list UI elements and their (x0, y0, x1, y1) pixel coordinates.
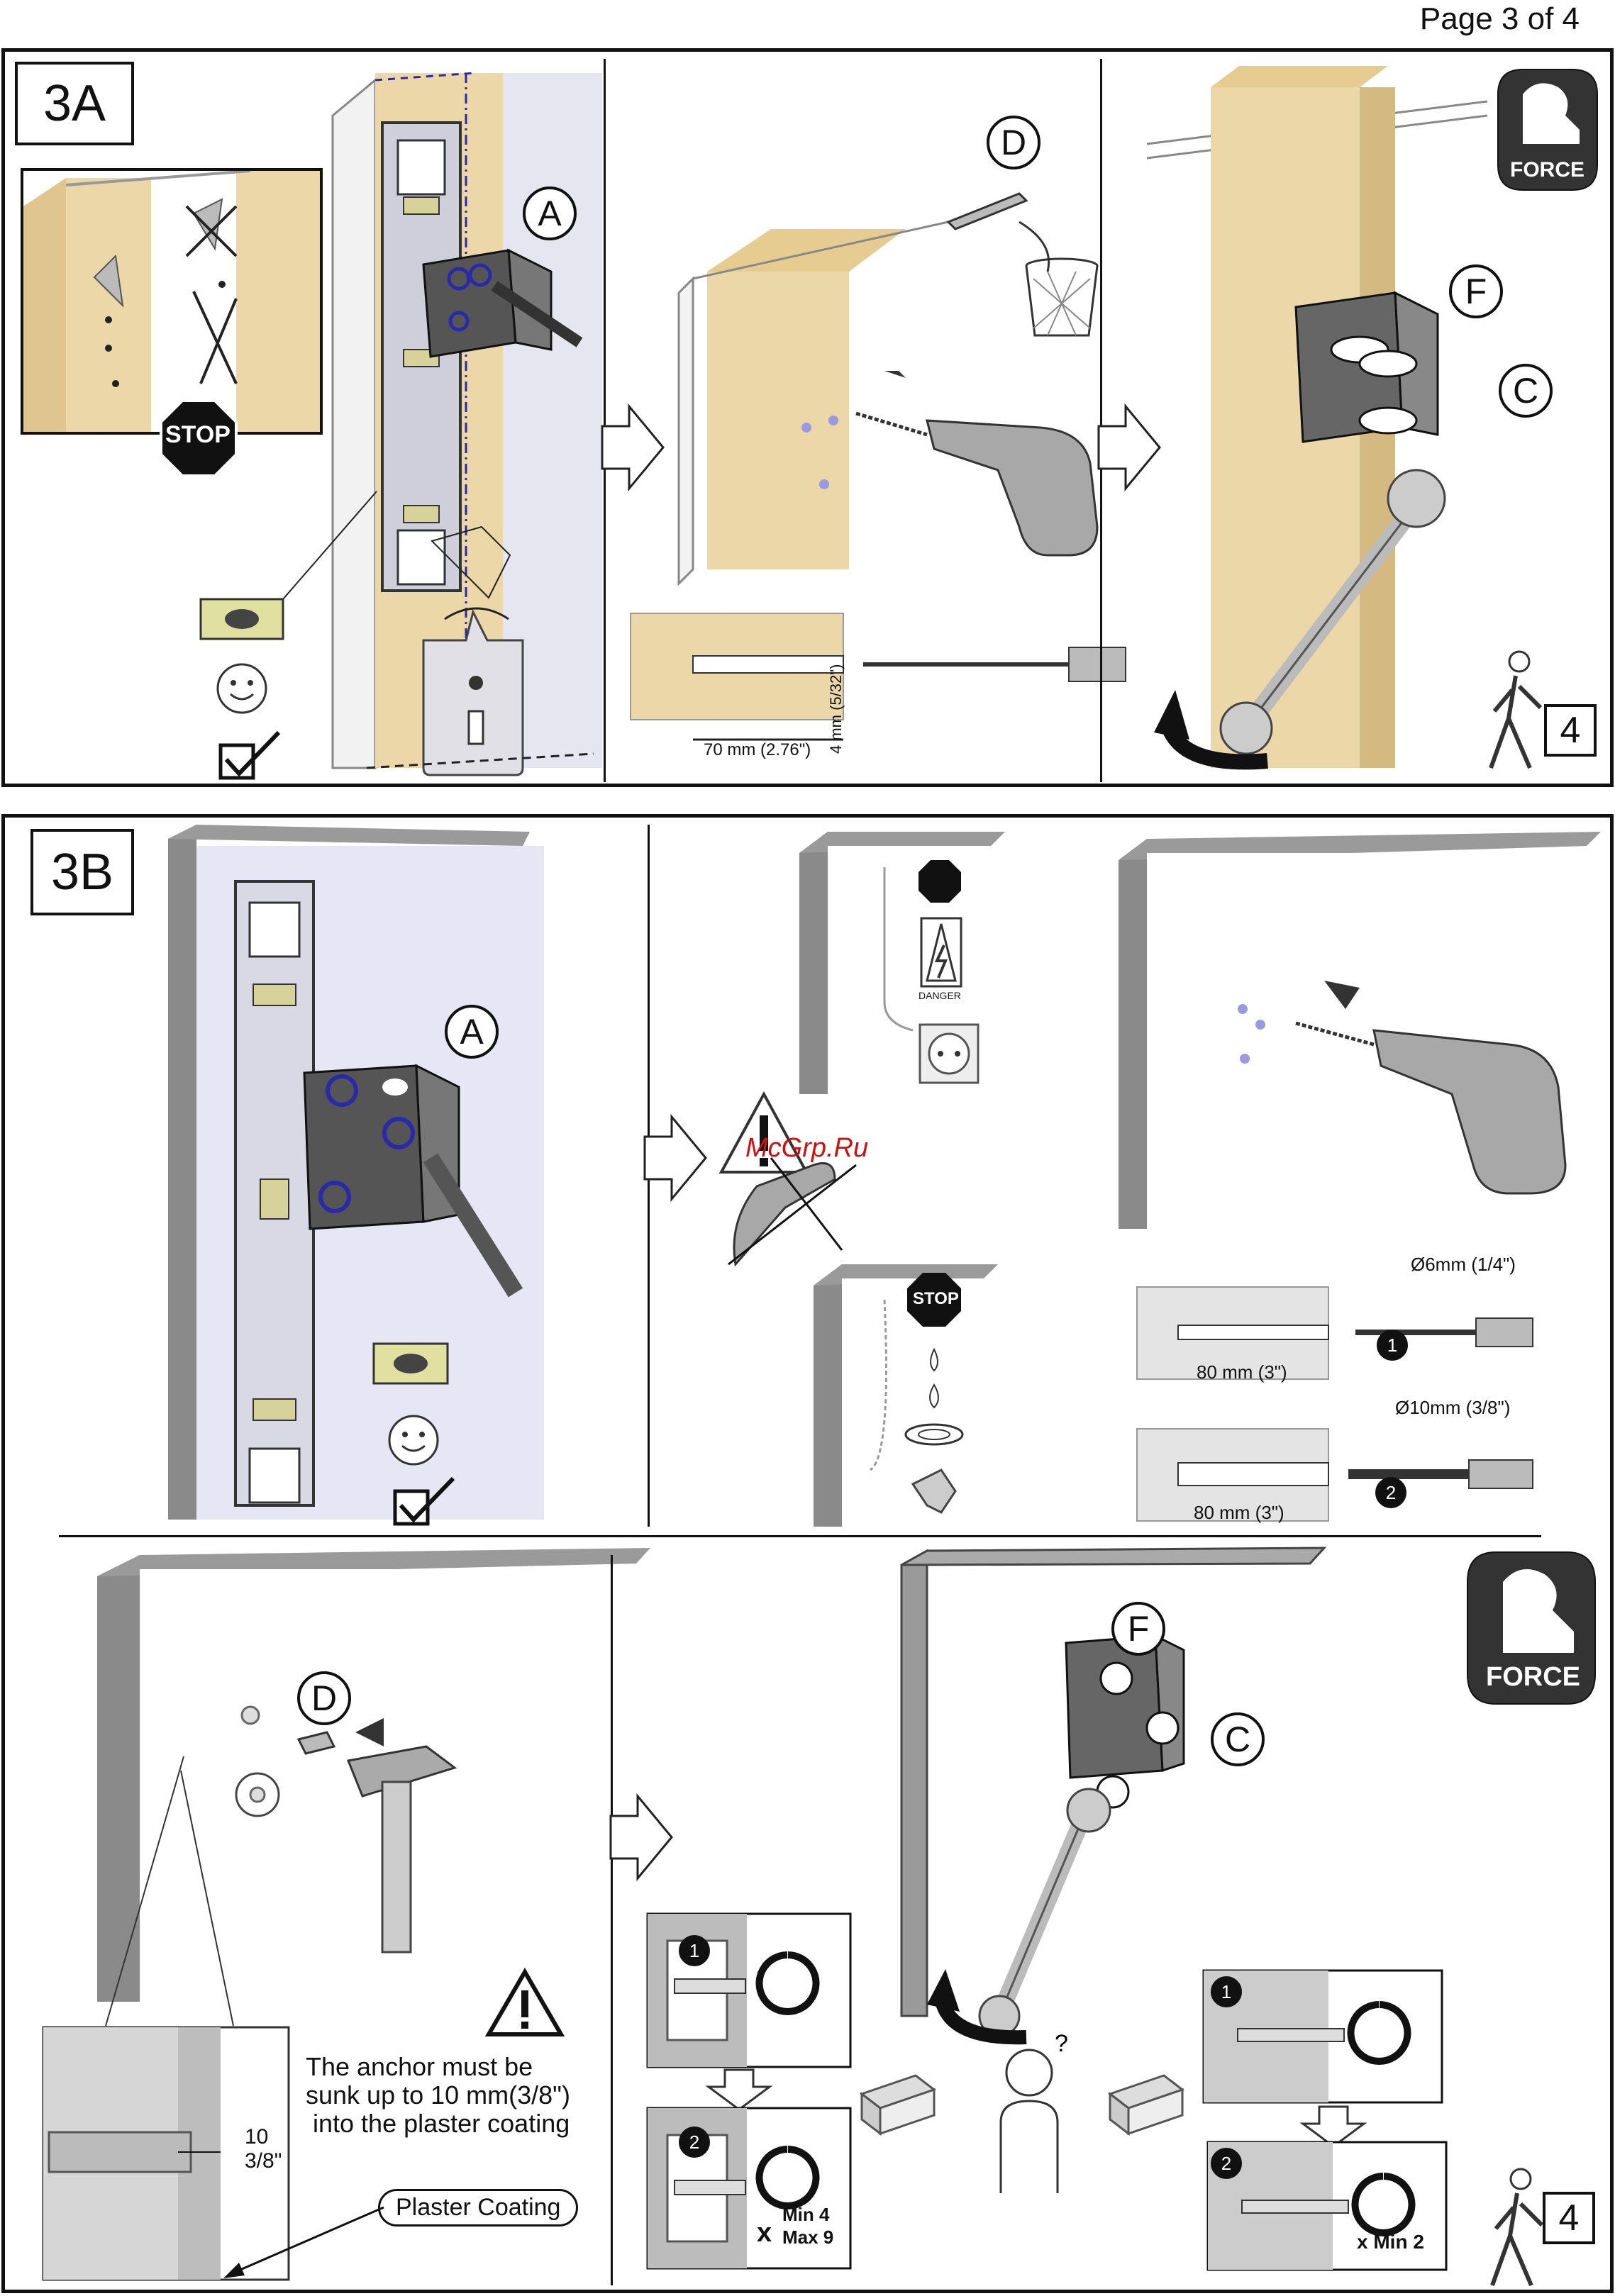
callout-c-3a: C (1499, 364, 1553, 418)
warning-icon-drill (714, 1080, 870, 1278)
water-drop-icon (899, 1342, 970, 1527)
warning-icon (486, 1969, 564, 2037)
hollow-multiply: x (757, 2219, 772, 2248)
panel-3b: 3B A (1, 814, 1614, 2293)
hollow-step-1-badge: 1 (679, 1935, 710, 1966)
arrow-down-1 (707, 2068, 771, 2111)
stop-label-3b: STOP (913, 1290, 959, 1308)
anchor-depth-mm: 10 (245, 2125, 268, 2149)
drill-2-diameter: Ø10mm (3/8") (1395, 1398, 1510, 1418)
anchor-note-line-2: sunk up to 10 mm(3/8") (306, 2081, 570, 2110)
callout-a-3a: A (523, 186, 577, 240)
panel-3a: 3A STOP (1, 48, 1614, 787)
callout-f-3b: F (1111, 1602, 1165, 1656)
plaster-coating-label: Plaster Coating (378, 2189, 578, 2227)
rotate-arrow-icon (1154, 683, 1275, 775)
spirit-level-zoom (199, 598, 284, 640)
svg-text:?: ? (1055, 2030, 1068, 2057)
solid-step-1-badge: 1 (1211, 1976, 1242, 2007)
divider-3b-2 (611, 1555, 613, 2285)
thinking-person-icon: ? (987, 2030, 1093, 2193)
hollow-min: Min 4 (782, 2205, 829, 2225)
arrow-right-icon-3b (643, 1115, 707, 1200)
callout-d-3b: D (297, 1671, 351, 1725)
hollow-max: Max 9 (782, 2227, 833, 2248)
bracket-3b-tight (1063, 1629, 1205, 1813)
hollow-step-2-badge: 2 (679, 2127, 710, 2158)
section-label-3b: 3B (30, 829, 134, 915)
people-count-3a: 4 (1544, 704, 1597, 757)
stop-sign-label: STOP (165, 422, 231, 448)
callout-d-3a: D (987, 116, 1040, 169)
smiley-icon-3b (387, 1413, 440, 1467)
brick-icon-solid (1107, 2073, 1185, 2136)
bracket-3b (303, 1059, 487, 1257)
bracket-3a-tight (1282, 286, 1466, 470)
plaster-pointer (223, 2203, 387, 2281)
step-2-badge: 2 (1375, 1477, 1406, 1508)
drill-1-diameter: Ø6mm (1/4") (1411, 1254, 1516, 1275)
anchor-note-line-3: into the plaster coating (313, 2110, 570, 2138)
danger-label: DANGER (919, 991, 961, 1001)
arrow-right-icon-3b-2 (609, 1795, 673, 1880)
checkbox-icon-3b (394, 1477, 457, 1527)
callout-f-3a: F (1449, 264, 1503, 318)
measure-arrow (360, 747, 601, 775)
solid-min-count: x Min 2 (1357, 2231, 1424, 2253)
people-count-3b: 4 (1543, 2192, 1595, 2244)
force-label-3a: FORCE (1510, 158, 1585, 182)
drill-1-depth: 80 mm (3") (1197, 1362, 1287, 1383)
spirit-level-zoom-3b (372, 1342, 457, 1385)
drill-2-depth: 80 mm (3") (1194, 1503, 1284, 1523)
checkbox-icon (219, 731, 283, 781)
smiley-icon (215, 662, 269, 715)
watermark: McGrp.Ru (745, 1134, 868, 1164)
outlet-icon (917, 1022, 981, 1086)
force-label-3b: FORCE (1486, 1663, 1580, 1693)
inset-wrong-mounting (21, 168, 323, 435)
arrow-right-icon (601, 405, 665, 490)
step-1-badge: 1 (1377, 1330, 1408, 1361)
trash-icon (1019, 257, 1104, 342)
hammer-icon (292, 1718, 462, 1959)
bracket-3a (423, 243, 565, 364)
anchor-plug (948, 179, 1069, 236)
drill-icon-3b (1296, 981, 1594, 1215)
anchor-depth-inch: 3/8" (245, 2149, 282, 2173)
solid-step-2-badge: 2 (1211, 2148, 1242, 2179)
stop-icon-3b-1 (917, 859, 962, 904)
section-label-3a: 3A (15, 62, 134, 145)
danger-icon (920, 917, 962, 988)
drill-icon (856, 371, 1111, 584)
drill-diameter-label-3a: 4 mm (5/32") (828, 664, 845, 754)
divider-3b-h (59, 1535, 1541, 1537)
anchor-note-line-1: The anchor must be (306, 2053, 533, 2081)
page-number: Page 3 of 4 (1420, 1, 1580, 37)
callout-c-3b: C (1211, 1712, 1265, 1766)
drill-depth-label-3a: 70 mm (2.76") (704, 741, 811, 759)
callout-a-3b: A (445, 1005, 499, 1059)
drill-depth-diagram (629, 612, 1126, 740)
brick-icon-hollow (859, 2073, 937, 2136)
hollow-step-1 (646, 1912, 852, 2068)
